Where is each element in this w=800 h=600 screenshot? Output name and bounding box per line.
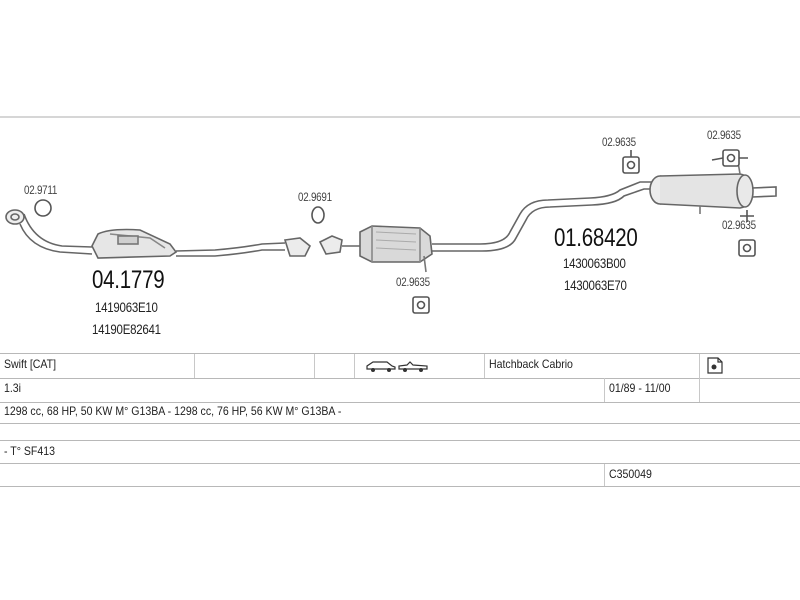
rear-silencer-drawing bbox=[649, 161, 777, 214]
rear-silencer-oe-number-1: 1430063B00 bbox=[563, 255, 626, 271]
hanger-right-part-number: 02.9635 bbox=[722, 218, 756, 232]
hanger-mid-drawing bbox=[412, 296, 430, 314]
type-code-cell: - T° SF413 bbox=[4, 444, 55, 458]
table-row: - T° SF413 bbox=[0, 441, 800, 464]
catalytic-converter-drawing bbox=[318, 225, 433, 273]
period-cell: 01/89 - 11/00 bbox=[605, 378, 700, 402]
empty-cell bbox=[700, 378, 800, 402]
front-pipe-oe-number-1: 1419063E10 bbox=[95, 299, 158, 315]
clamp-part-number: 02.9711 bbox=[24, 183, 58, 197]
empty-cell bbox=[0, 464, 605, 486]
front-pipe-oe-number-2: 14190E82641 bbox=[92, 321, 161, 337]
cabrio-car-icon bbox=[398, 361, 428, 372]
empty-cell bbox=[315, 354, 355, 378]
hanger-top2-part-number: 02.9635 bbox=[707, 128, 741, 142]
middle-pipe-drawing bbox=[432, 181, 652, 252]
rear-silencer-part-number: 01.68420 bbox=[554, 224, 638, 252]
info-icon-cell bbox=[700, 354, 800, 378]
specs-cell: 1298 cc, 68 HP, 50 KW M° G13BA - 1298 cc… bbox=[4, 404, 342, 418]
table-row: C350049 bbox=[0, 464, 800, 487]
rear-silencer-oe-number-2: 1430063E70 bbox=[564, 277, 627, 293]
hanger-mid-part-number: 02.9635 bbox=[396, 275, 430, 289]
hanger-top1-drawing bbox=[622, 150, 640, 174]
table-row bbox=[0, 424, 800, 441]
table-row: Swift [CAT] Hatchback Cabrio bbox=[0, 353, 800, 379]
hatchback-car-icon bbox=[366, 361, 396, 372]
hanger-top1-part-number: 02.9635 bbox=[602, 135, 636, 149]
front-pipe-part-number: 04.1779 bbox=[92, 266, 165, 294]
hanger-top2-drawing bbox=[711, 149, 748, 167]
gasket-part-number: 02.9691 bbox=[298, 190, 332, 204]
model-cell: Swift [CAT] bbox=[0, 354, 195, 378]
table-row: 1298 cc, 68 HP, 50 KW M° G13BA - 1298 cc… bbox=[0, 403, 800, 424]
car-icons-cell bbox=[355, 354, 485, 378]
table-row: 1.3i 01/89 - 11/00 bbox=[0, 378, 800, 403]
front-pipe-drawing bbox=[5, 209, 312, 259]
empty-cell bbox=[0, 424, 800, 440]
hanger-right-drawing bbox=[738, 210, 756, 257]
gasket-ring bbox=[311, 206, 325, 224]
document-info-icon[interactable] bbox=[706, 357, 724, 374]
catalog-code-cell: C350049 bbox=[609, 467, 652, 481]
empty-cell bbox=[195, 354, 315, 378]
engine-cell: 1.3i bbox=[0, 378, 605, 402]
body-type-cell: Hatchback Cabrio bbox=[485, 354, 700, 378]
clamp-ring bbox=[34, 199, 52, 217]
